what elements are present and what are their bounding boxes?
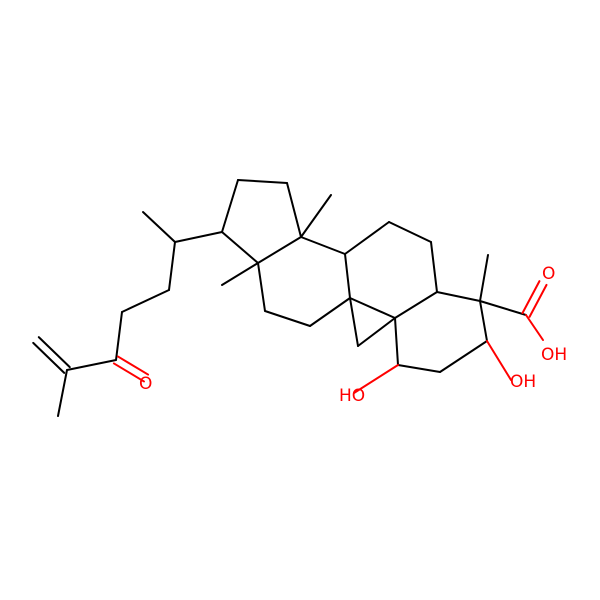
double-bond-A6-A7-b (32, 341, 66, 374)
bond-A_2-A_3 (439, 340, 488, 373)
bond-C3-C4 (344, 253, 351, 299)
bond-CP-B4 (357, 317, 396, 347)
double-bond-A5-O1-b (112, 362, 145, 383)
bond-A5-A6 (66, 359, 117, 371)
atom-label-layer: O O OH HO OH (139, 264, 567, 406)
atom-label-hydroxyl-left: HO (339, 386, 365, 406)
bond-A6-A8 (57, 369, 68, 417)
bond-D5-D1 (221, 231, 259, 264)
bond-B1-B2 (388, 221, 432, 243)
bond-B4-C3 (349, 297, 396, 319)
bond-A_4-OHl (353, 364, 399, 394)
bond-CC-Oh (525, 314, 544, 341)
bond-A_2-OHr (486, 340, 512, 381)
bond-A1-A2 (142, 211, 176, 243)
bond-C1-C2 (264, 310, 311, 327)
atom-label-acid-carbonyl: O (542, 264, 555, 284)
double-bond-A5-O1-a (117, 355, 150, 376)
bond-C4-D4 (300, 236, 346, 255)
bond-B3-A_1 (436, 291, 481, 302)
bond-D2-D3 (237, 179, 288, 184)
bond-C4-B1 (344, 221, 390, 255)
bond-B2-B3 (430, 241, 438, 293)
bond-A_1-M5 (479, 254, 489, 302)
bond-D5-C1 (257, 262, 266, 312)
bond-D4-M1 (300, 194, 332, 238)
bond-D3-D4 (286, 182, 302, 238)
bond-C3-CP (349, 297, 359, 347)
bond-A_4-B4 (394, 317, 399, 366)
atom-label-acid-hydroxyl: OH (541, 345, 567, 365)
double-bond-CC-Oc-a (528, 283, 548, 318)
bond-D4-D5 (257, 236, 302, 264)
atom-label-oxo: O (139, 374, 152, 394)
bond-A3-A4 (121, 289, 170, 313)
bond-A1-A3 (168, 241, 176, 291)
double-bond-A6-A7-a (37, 336, 71, 369)
bond-A1-D1 (174, 231, 223, 243)
bond-A_3-A_4 (397, 364, 441, 373)
bond-D5-M2 (221, 262, 259, 286)
bond-D1-D2 (221, 179, 239, 233)
atom-label-hydroxyl-right: OH (510, 372, 536, 392)
bond-A4-A5 (115, 311, 123, 361)
double-bond-CC-Oc-b (521, 280, 541, 315)
bond-layer (32, 179, 548, 417)
bond-B3-B4 (394, 291, 438, 319)
bond-A_1-CC (479, 300, 527, 316)
bond-A_1-A_2 (479, 300, 488, 342)
bond-C2-C3 (309, 297, 351, 327)
